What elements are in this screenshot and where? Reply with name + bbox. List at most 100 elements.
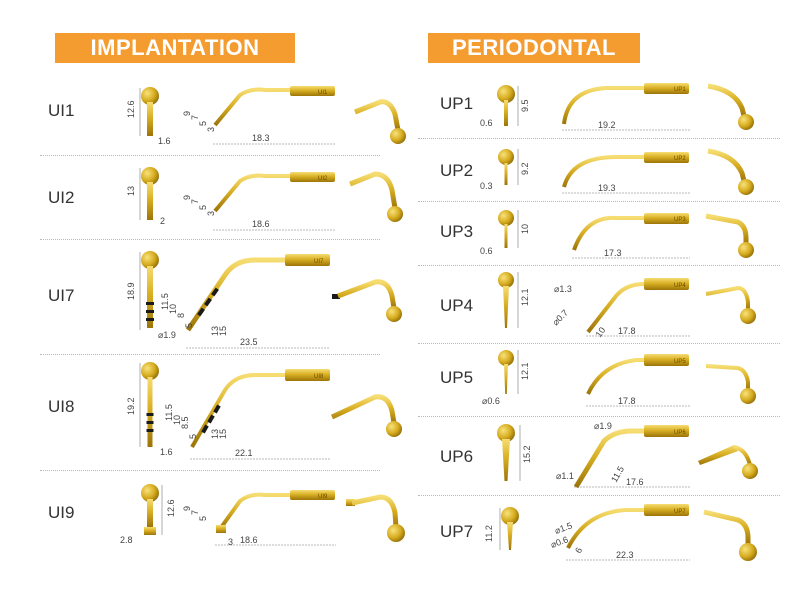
side-view: UP7 ⌀1.5 ⌀0.6 6 22.3 <box>549 504 690 561</box>
tip-row-up7: UP7 11.2 UP7 ⌀1.5 ⌀0.6 6 22.3 <box>418 496 780 574</box>
dim-mark-3: 3 <box>206 127 216 132</box>
dim-diameter: ⌀1.9 <box>158 330 176 340</box>
tip-illustration: 15.2 UP6 ⌀1.9 ⌀1.1 11.5 17.6 <box>497 421 758 489</box>
dim-mark-13: 13 <box>210 326 220 336</box>
tip-illustration: 12.6 1.6 UI1 18.3 9 7 5 3 <box>126 86 406 146</box>
side-view: UP1 19.2 <box>562 83 690 131</box>
front-view: 11.2 <box>484 507 519 550</box>
tip-engraving: UP7 <box>674 509 686 515</box>
tip-3d-view <box>354 99 406 144</box>
dim-mark-8-5: 8.5 <box>180 416 190 429</box>
dim-mark-10: 10 <box>172 415 182 425</box>
tip-engraving: UP2 <box>674 156 686 162</box>
tip-row-up2: UP2 9.2 0.3 UP2 19.3 <box>418 139 780 202</box>
dim-overall: 22.1 <box>235 448 253 458</box>
front-view: 19.2 1.6 <box>126 362 173 457</box>
dim-width: 0.3 <box>480 181 493 191</box>
front-view: 18.9 ⌀1.9 <box>126 251 176 340</box>
dim-overall: 18.6 <box>240 535 258 545</box>
dim-mark-9: 9 <box>182 111 192 116</box>
tip-name: UP2 <box>440 161 474 180</box>
dim-length: 10 <box>520 224 530 234</box>
side-view: UI7 23.5 11.5 10 8 5 13 15 <box>160 254 330 349</box>
side-view: UI2 18.6 9 7 5 3 <box>182 172 336 231</box>
tip-row-up6: UP6 15.2 UP6 ⌀1.9 ⌀1.1 11.5 17.6 <box>418 417 780 496</box>
tip-3d-view <box>698 445 758 479</box>
side-view: UP3 17.3 <box>572 213 690 259</box>
dim-mark-3: 3 <box>228 537 233 547</box>
dim-overall: 19.2 <box>598 120 616 130</box>
front-view: 9.2 0.3 <box>480 149 530 191</box>
dim-mark-5: 5 <box>198 516 208 521</box>
dim-diameter-top: ⌀1.3 <box>554 284 572 294</box>
dim-length: 13 <box>126 186 136 196</box>
dim-overall: 22.3 <box>616 550 634 560</box>
dim-mark-3: 3 <box>206 211 216 216</box>
tip-engraving: UI7 <box>314 259 324 265</box>
tip-engraving: UP1 <box>674 87 686 93</box>
front-view: 13 2 <box>126 167 165 226</box>
tip-3d-view <box>346 494 405 542</box>
tip-illustration: 9.2 0.3 UP2 19.3 <box>480 148 754 195</box>
tip-row-ui9: UI9 12.6 2.8 UI9 18.6 9 7 5 3 <box>40 471 405 561</box>
tip-row-ui2: UI2 13 2 UI2 18.6 9 7 5 3 <box>40 156 403 240</box>
side-view: UI9 18.6 9 7 5 3 <box>182 490 336 547</box>
dim-mark-5: 5 <box>198 205 208 210</box>
tip-row-up5: UP5 12.1 ⌀0.6 UP5 17.8 <box>418 344 780 417</box>
front-view: 12.1 <box>498 272 530 328</box>
tip-name: UP1 <box>440 94 474 113</box>
dim-width: 0.6 <box>480 118 493 128</box>
front-view: 10 0.6 <box>480 210 530 256</box>
tip-3d-view <box>705 364 756 404</box>
tip-engraving: UI1 <box>318 90 328 96</box>
dim-diameter-tip: ⌀0.7 <box>550 308 570 328</box>
tip-name: UI9 <box>48 503 75 522</box>
front-view: 12.6 1.6 <box>126 87 171 146</box>
dim-working-length: 11.5 <box>609 464 626 484</box>
tip-illustration: 10 0.6 UP3 17.3 <box>480 210 754 259</box>
implantation-banner: IMPLANTATION <box>55 33 295 63</box>
dim-overall: 17.3 <box>604 248 622 258</box>
tip-engraving: UP5 <box>674 359 686 365</box>
tip-3d-view <box>330 394 402 437</box>
tip-name: UP5 <box>440 368 474 387</box>
tip-3d-view <box>703 509 757 561</box>
tip-name: UP3 <box>440 222 474 241</box>
dim-width: 1.6 <box>160 447 173 457</box>
tip-illustration: 12.1 UP4 ⌀1.3 ⌀0.7 10 17.8 <box>498 272 756 339</box>
tip-row-up4: UP4 12.1 UP4 ⌀1.3 ⌀0.7 10 17.8 <box>418 266 780 344</box>
front-view: 15.2 <box>497 424 532 481</box>
tip-engraving: UP3 <box>674 217 686 223</box>
dim-mark-11-5: 11.5 <box>164 404 174 421</box>
dim-overall: 18.3 <box>252 133 270 143</box>
tip-engraving: UI2 <box>318 176 328 182</box>
dim-diameter-top: ⌀1.5 <box>553 520 573 536</box>
tip-3d-view <box>707 83 754 130</box>
dim-width: 2.8 <box>120 535 133 545</box>
dim-mark-11-5: 11.5 <box>160 293 170 310</box>
dim-width: 1.6 <box>158 136 171 146</box>
dim-width: 2 <box>160 216 165 226</box>
front-view: 12.6 2.8 <box>120 484 176 545</box>
tip-row-ui1: UI1 12.6 1.6 UI1 18.3 9 7 5 3 <box>40 80 406 156</box>
dim-length: 9.5 <box>520 99 530 112</box>
front-view: 12.1 ⌀0.6 <box>482 350 530 406</box>
tip-illustration: 18.9 ⌀1.9 UI7 23.5 11.5 10 8 5 13 15 <box>126 251 402 349</box>
tip-illustration: 11.2 UP7 ⌀1.5 ⌀0.6 6 22.3 <box>484 504 757 561</box>
dim-overall: 19.3 <box>598 183 616 193</box>
tip-name: UP6 <box>440 447 474 466</box>
tip-illustration: 13 2 UI2 18.6 9 7 5 3 <box>126 167 403 231</box>
dim-mark-5: 5 <box>184 323 194 328</box>
dim-mark-7: 7 <box>190 115 200 120</box>
dim-length: 9.2 <box>520 162 530 175</box>
dim-width: 0.6 <box>480 246 493 256</box>
dim-mark-15: 15 <box>218 326 228 336</box>
tip-name: UI1 <box>48 101 75 120</box>
tip-engraving: UI8 <box>314 374 324 380</box>
tip-engraving: UP4 <box>674 283 686 289</box>
tip-name: UI8 <box>48 397 75 416</box>
tip-engraving: UI9 <box>318 494 328 500</box>
side-view: UI1 18.3 9 7 5 3 <box>182 86 336 145</box>
side-view: UP4 ⌀1.3 ⌀0.7 10 17.8 <box>550 278 690 339</box>
dim-mark-5: 5 <box>188 434 198 439</box>
